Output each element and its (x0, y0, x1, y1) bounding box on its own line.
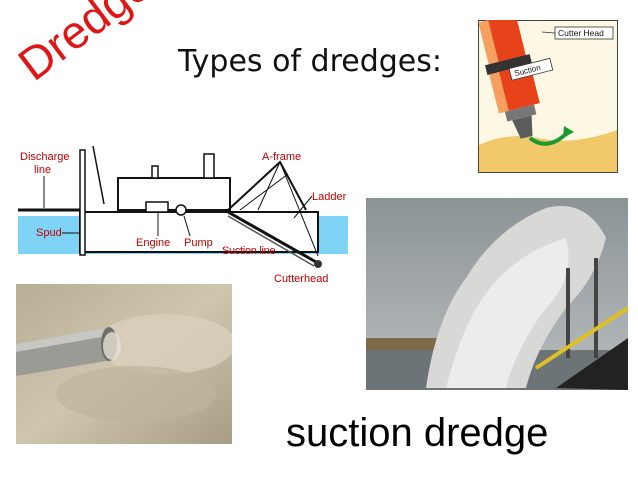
label-ladder: Ladder (312, 191, 347, 203)
cutter-head-label: Cutter Head (558, 28, 604, 38)
slide-heading: Types of dredges: (178, 44, 442, 79)
a-frame-truss (227, 160, 307, 211)
suction-pipe (478, 20, 540, 139)
ship-hull (556, 338, 628, 390)
label-spud: Spud (36, 227, 62, 239)
suction-dredge-photo (366, 198, 628, 390)
label-suction-line: Suction line (222, 245, 275, 257)
dredge-rotated-title: Dredge (8, 0, 161, 91)
deck-house (117, 177, 231, 211)
label-discharge: Discharge (20, 151, 70, 163)
yellow-boom (534, 306, 628, 370)
dredge-diagram: Discharge line Spud Engine Pump Suction … (18, 145, 348, 285)
label-line: line (34, 164, 51, 176)
ladder-arm (227, 210, 317, 264)
label-pump: Pump (184, 237, 213, 249)
cutter-blades (512, 115, 533, 139)
spud-post (79, 149, 86, 256)
label-engine: Engine (136, 237, 170, 249)
suction-dredge-caption: suction dredge (286, 411, 549, 455)
sludge-pipe-photo (16, 284, 232, 444)
cutterhead-tip (314, 260, 322, 268)
cutter-head-inset: Suction Cutter Head (478, 20, 618, 173)
label-a-frame: A-frame (262, 151, 301, 163)
label-cutterhead: Cutterhead (274, 273, 328, 285)
sand-mound (479, 130, 617, 172)
pump-wheel (175, 204, 187, 216)
engine-block (145, 201, 169, 213)
